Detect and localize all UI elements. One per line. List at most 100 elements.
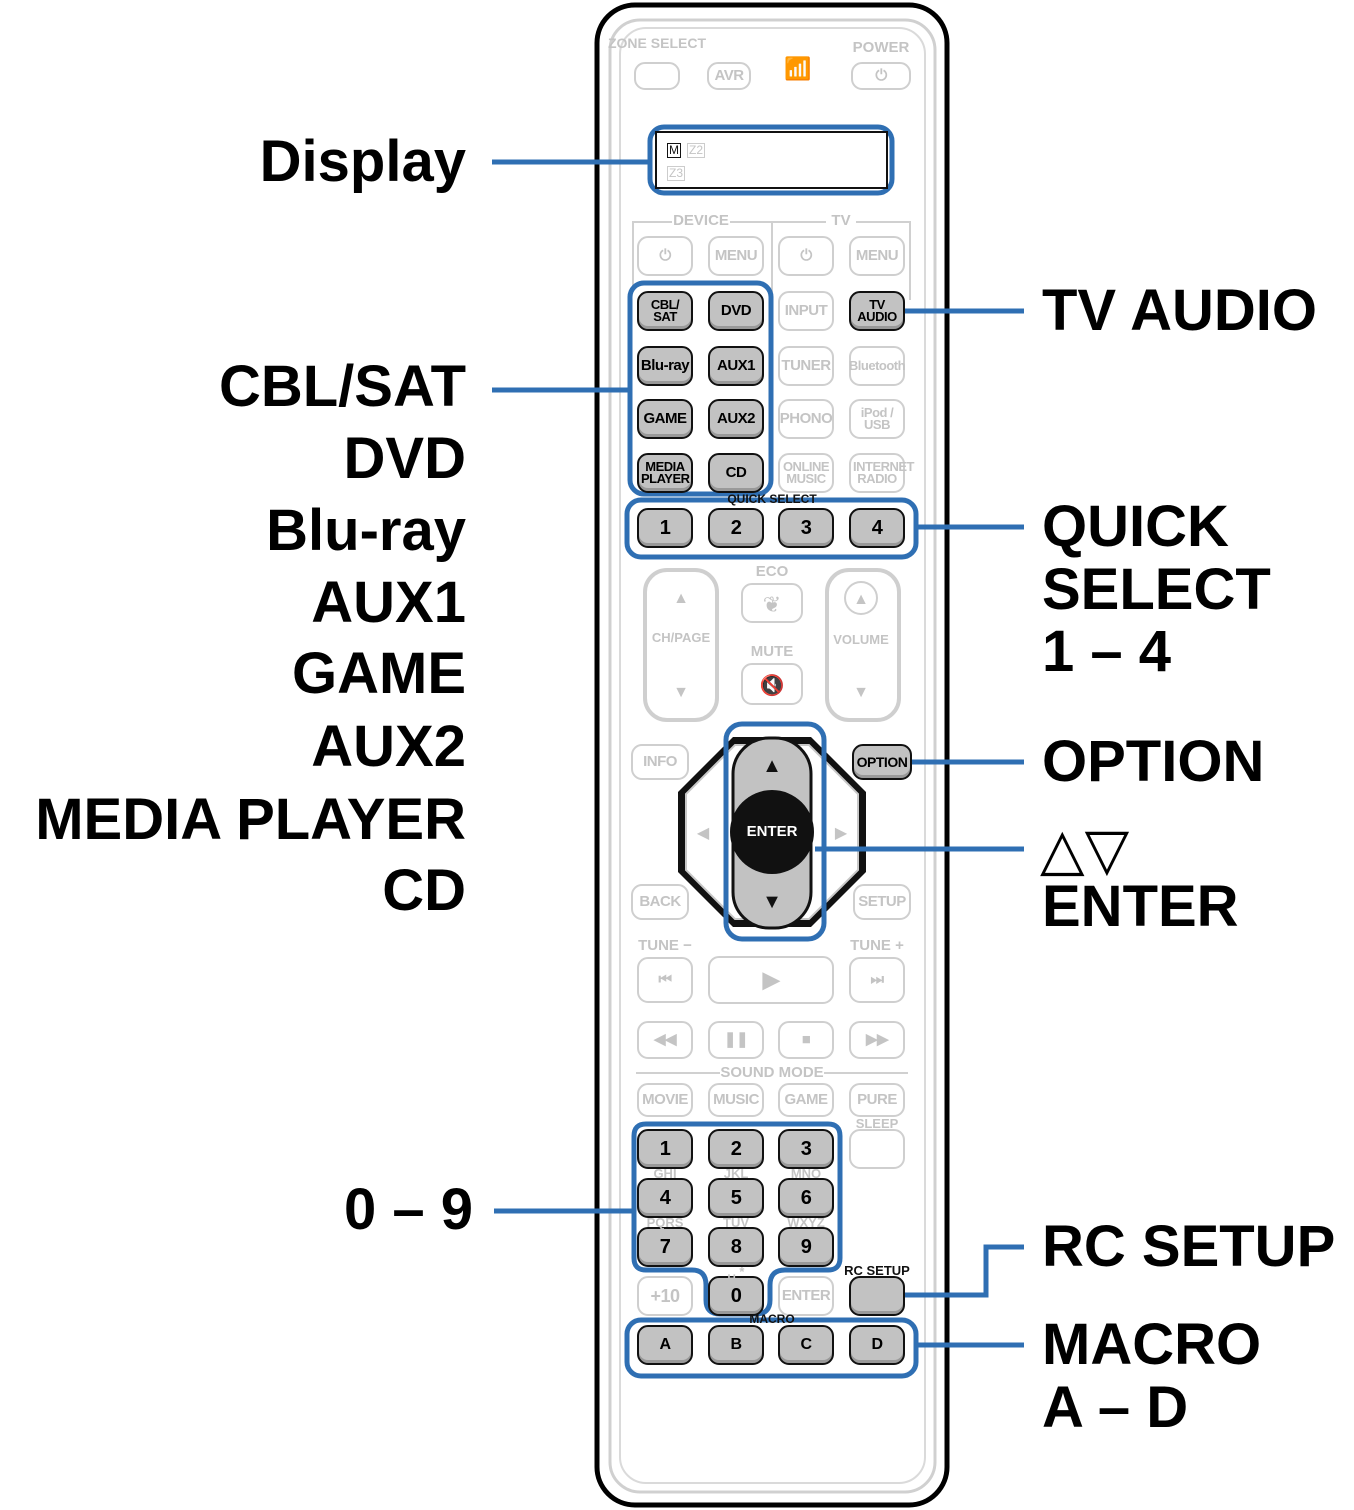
macro-a-button[interactable]: A xyxy=(637,1325,693,1365)
macro-b-button-label: B xyxy=(730,1336,742,1353)
keypad-3-button[interactable]: 3 xyxy=(778,1129,834,1169)
tv-menu-button-label: MENU xyxy=(855,247,899,264)
back-button[interactable]: BACK xyxy=(631,884,689,920)
back-button-label: BACK xyxy=(639,893,681,910)
avr-button[interactable]: AVR xyxy=(707,62,751,90)
skip-forward-button[interactable]: ⏭ xyxy=(849,957,905,1003)
avr-button-label: AVR xyxy=(714,67,744,84)
keypad-1-button[interactable]: 1 xyxy=(637,1129,693,1169)
skip-forward-button-label: ⏭ xyxy=(870,971,884,988)
rc-setup-button[interactable] xyxy=(849,1276,905,1316)
input-button-tv-audio[interactable]: TV AUDIO xyxy=(849,291,905,331)
keypad-5-button[interactable]: 5 xyxy=(708,1178,764,1218)
input-button-ipod-usb[interactable]: iPod / USB xyxy=(849,399,905,439)
input-button-aux1[interactable]: AUX1 xyxy=(708,346,764,386)
keypad-letters-5: WXYZ xyxy=(787,1215,825,1230)
sound-mode-pure-button-label: PURE xyxy=(857,1091,897,1108)
keypad-2-button[interactable]: 2 xyxy=(708,1129,764,1169)
callout-cd: CD xyxy=(382,858,466,923)
quick-select-label: QUICK SELECT xyxy=(727,492,817,506)
tune-plus-label: TUNE + xyxy=(850,937,904,954)
keypad-4-button[interactable]: 4 xyxy=(637,1178,693,1218)
macro-c-button[interactable]: C xyxy=(778,1325,834,1365)
callout-macro: MACRO xyxy=(1042,1312,1262,1377)
input-button-online-music[interactable]: ONLINE MUSIC xyxy=(778,453,834,493)
sleep-label: SLEEP xyxy=(855,1116,899,1131)
input-button-blu-ray-label: Blu-ray xyxy=(640,357,690,374)
stop-button[interactable]: ■ xyxy=(778,1021,834,1059)
tv-menu-button[interactable]: MENU xyxy=(849,236,905,276)
setup-button[interactable]: SETUP xyxy=(853,884,911,920)
volume-rocker[interactable] xyxy=(825,568,901,722)
power-button-label: ⏻ xyxy=(875,67,887,84)
plus10-button[interactable]: +10 xyxy=(637,1276,693,1316)
rewind-button[interactable]: ◀◀ xyxy=(637,1021,693,1059)
ch-page-rocker[interactable] xyxy=(643,568,719,722)
keypad-letters-0: GHI xyxy=(653,1166,677,1181)
enter-keypad-button[interactable]: ENTER xyxy=(778,1276,834,1316)
callout-quick-1: QUICK xyxy=(1042,494,1229,559)
input-button-cd[interactable]: CD xyxy=(708,453,764,493)
enter-button[interactable] xyxy=(730,790,814,874)
input-button-tuner[interactable]: TUNER xyxy=(778,346,834,386)
keypad-letters-6: ␣ * xyxy=(727,1264,745,1279)
input-button-cbl-sat[interactable]: CBL/ SAT xyxy=(637,291,693,331)
sleep-button[interactable] xyxy=(849,1129,905,1169)
input-button-phono[interactable]: PHONO xyxy=(778,399,834,439)
device-section-label: DEVICE xyxy=(673,212,729,229)
input-button-blu-ray[interactable]: Blu-ray xyxy=(637,346,693,386)
quick-select-1-button[interactable]: 1 xyxy=(637,508,693,548)
skip-back-button[interactable]: ⏮ xyxy=(637,957,693,1003)
volume-up-icon: ▲ xyxy=(853,591,869,608)
eco-button[interactable] xyxy=(741,583,803,623)
fast-forward-button[interactable]: ▶▶ xyxy=(849,1021,905,1059)
callout-display: Display xyxy=(259,129,466,194)
input-button-aux2[interactable]: AUX2 xyxy=(708,399,764,439)
device-menu-button[interactable]: MENU xyxy=(708,236,764,276)
input-button-media-player[interactable]: MEDIA PLAYER xyxy=(637,453,693,493)
keypad-8-button-label: 8 xyxy=(730,1236,742,1258)
keypad-0-button-label: 0 xyxy=(730,1285,742,1307)
quick-select-4-button[interactable]: 4 xyxy=(849,508,905,548)
quick-select-3-button[interactable]: 3 xyxy=(778,508,834,548)
mute-icon: 🔇 xyxy=(760,673,785,697)
input-button-media-player-label: MEDIA PLAYER xyxy=(641,459,690,486)
cursor-left-icon: ◀ xyxy=(697,825,710,842)
input-button-input[interactable]: INPUT xyxy=(778,291,834,331)
zone-select-button[interactable] xyxy=(634,62,680,90)
info-button[interactable]: INFO xyxy=(631,744,689,780)
sound-mode-music-button-label: MUSIC xyxy=(713,1091,759,1108)
sound-mode-music-button[interactable]: MUSIC xyxy=(708,1083,764,1117)
input-button-dvd[interactable]: DVD xyxy=(708,291,764,331)
input-button-game[interactable]: GAME xyxy=(637,399,693,439)
keypad-0-button[interactable]: 0 xyxy=(708,1276,764,1316)
keypad-7-button[interactable]: 7 xyxy=(637,1227,693,1267)
skip-back-button-label: ⏮ xyxy=(658,971,672,988)
option-button[interactable]: OPTION xyxy=(852,744,912,780)
ch-down-icon: ▼ xyxy=(673,684,689,701)
sound-mode-game-button[interactable]: GAME xyxy=(778,1083,834,1117)
macro-b-button[interactable]: B xyxy=(708,1325,764,1365)
leader-lines xyxy=(492,159,1024,1348)
remote-display: M Z2 Z3 xyxy=(655,131,888,189)
macro-d-button[interactable]: D xyxy=(849,1325,905,1365)
device-power-button[interactable]: ⏻ xyxy=(637,236,693,276)
callout-aux2: AUX2 xyxy=(311,714,466,779)
input-button-internet-radio[interactable]: INTERNET RADIO xyxy=(849,453,915,493)
mute-button[interactable] xyxy=(741,663,803,705)
play-button[interactable]: ▶ xyxy=(708,956,834,1004)
tv-section-label: TV xyxy=(831,212,851,229)
pause-button[interactable]: ❚❚ xyxy=(708,1021,764,1059)
eco-label: ECO xyxy=(755,563,789,580)
keypad-3-button-label: 3 xyxy=(800,1138,812,1160)
keypad-8-button[interactable]: 8 xyxy=(708,1227,764,1267)
sound-mode-movie-button[interactable]: MOVIE xyxy=(637,1083,693,1117)
tv-power-button[interactable]: ⏻ xyxy=(778,236,834,276)
keypad-9-button[interactable]: 9 xyxy=(778,1227,834,1267)
input-button-bluetooth[interactable]: Bluetooth xyxy=(849,346,906,386)
sound-mode-pure-button[interactable]: PURE xyxy=(849,1083,905,1117)
callout-media-player: MEDIA PLAYER xyxy=(35,787,466,852)
keypad-6-button[interactable]: 6 xyxy=(778,1178,834,1218)
quick-select-2-button[interactable]: 2 xyxy=(708,508,764,548)
power-button[interactable]: ⏻ xyxy=(851,62,911,90)
